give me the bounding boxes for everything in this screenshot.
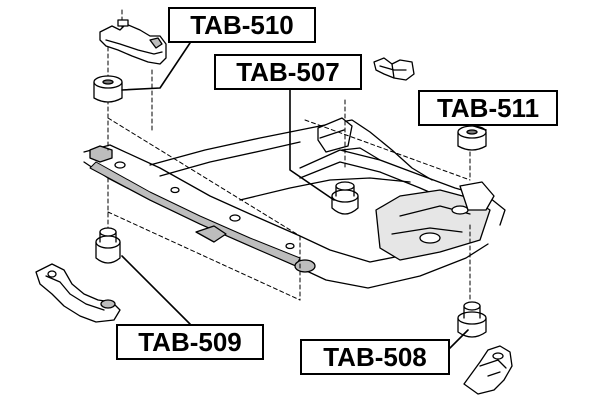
subframe-crossmember	[83, 117, 506, 289]
tab-507-bushing	[331, 181, 359, 215]
tab-510-bracket	[99, 19, 167, 65]
leader-509	[121, 255, 191, 325]
leader-510	[121, 42, 191, 91]
tab-509-bracket	[35, 263, 121, 323]
part-label-tab-511: TAB-511	[418, 90, 558, 126]
part-label-tab-508: TAB-508	[300, 339, 450, 375]
part-label-tab-510: TAB-510	[168, 7, 316, 43]
tab-508-bushing	[457, 301, 487, 338]
leader-507	[289, 89, 335, 201]
part-label-tab-507: TAB-507	[214, 54, 362, 90]
tab-507-bracket	[373, 57, 415, 81]
alignment-lines	[107, 9, 471, 301]
leader-508	[449, 329, 469, 349]
tab-511-bushing	[457, 125, 487, 151]
tab-510-bushing	[93, 75, 123, 103]
tab-509-bushing	[95, 227, 121, 264]
tab-508-bracket	[463, 345, 513, 395]
part-label-tab-509: TAB-509	[116, 324, 264, 360]
